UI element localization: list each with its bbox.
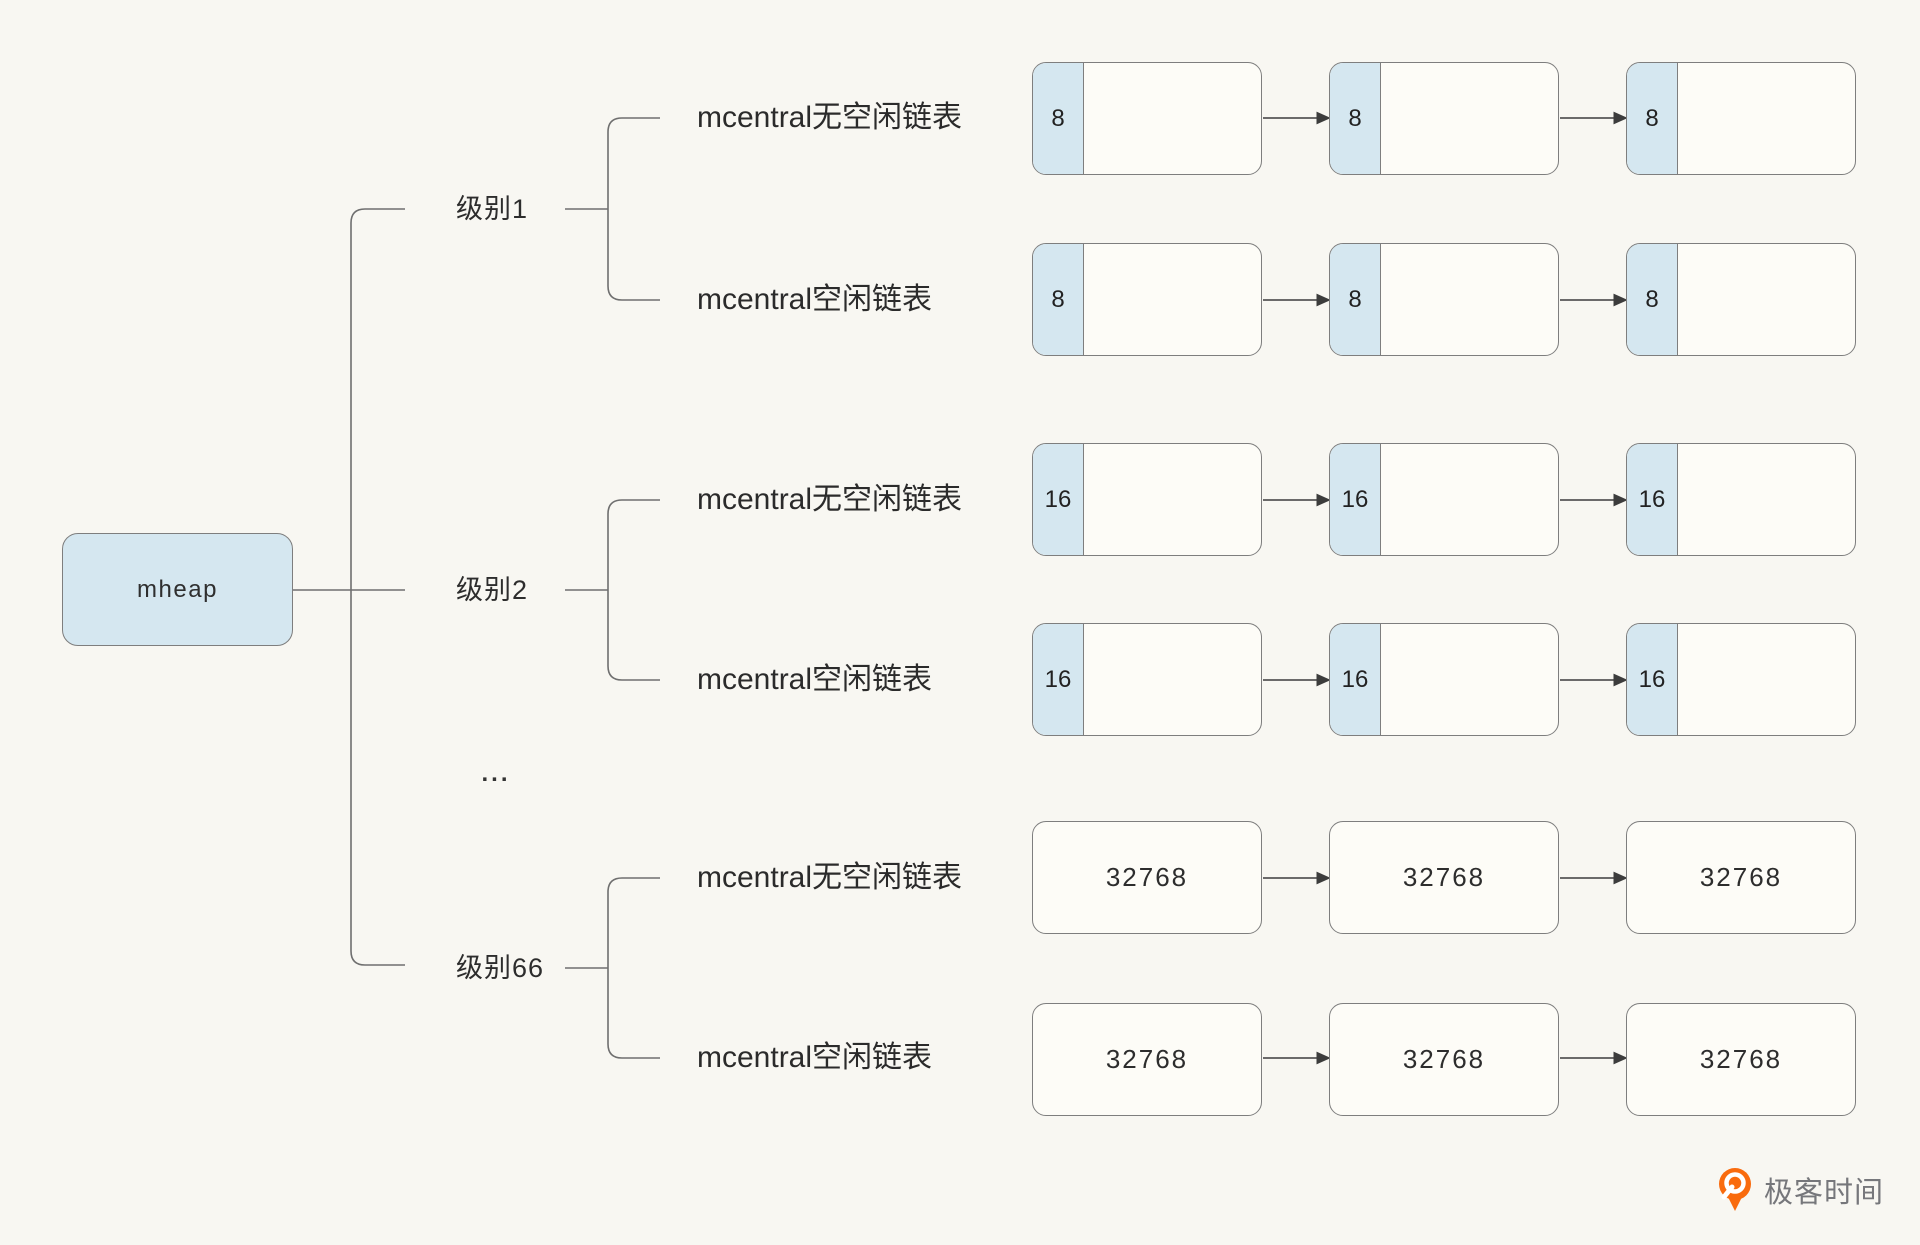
span-node: 32768 bbox=[1329, 821, 1559, 934]
span-size-section: 8 bbox=[1330, 63, 1381, 174]
geektime-watermark: 极客时间 bbox=[1716, 1166, 1884, 1214]
span-size-section: 16 bbox=[1627, 624, 1678, 735]
span-node: 32768 bbox=[1032, 821, 1262, 934]
level-66-free-list-label: mcentral空闲链表 bbox=[697, 1041, 933, 1074]
span-node: 16 bbox=[1032, 623, 1262, 736]
span-node: 8 bbox=[1032, 243, 1262, 356]
span-node: 8 bbox=[1329, 62, 1559, 175]
level-1-nonfree-list-label: mcentral无空闲链表 bbox=[697, 101, 963, 134]
geektime-logo-text: 极客时间 bbox=[1764, 1177, 1885, 1209]
level-2-label: 级别2 bbox=[456, 575, 529, 605]
span-node: 16 bbox=[1329, 443, 1559, 556]
span-size-section: 16 bbox=[1330, 444, 1381, 555]
span-size-section: 8 bbox=[1627, 63, 1678, 174]
levels-ellipsis: ... bbox=[481, 760, 511, 787]
span-size-value: 32768 bbox=[1402, 1044, 1486, 1074]
span-node: 32768 bbox=[1626, 1003, 1856, 1116]
span-size-value: 32768 bbox=[1105, 862, 1189, 892]
span-node: 8 bbox=[1626, 243, 1856, 356]
span-size-value: 32768 bbox=[1699, 862, 1783, 892]
mheap-label: mheap bbox=[137, 575, 218, 603]
span-node: 16 bbox=[1329, 623, 1559, 736]
level-1-label: 级别1 bbox=[456, 194, 529, 224]
level-2-free-list-label: mcentral空闲链表 bbox=[697, 663, 933, 696]
span-node: 32768 bbox=[1329, 1003, 1559, 1116]
level-1-bracket bbox=[607, 117, 660, 301]
span-node: 16 bbox=[1032, 443, 1262, 556]
span-size-value: 32768 bbox=[1699, 1044, 1783, 1074]
span-size-section: 16 bbox=[1330, 624, 1381, 735]
span-node: 8 bbox=[1032, 62, 1262, 175]
level-66-nonfree-list-label: mcentral无空闲链表 bbox=[697, 861, 963, 894]
span-size-section: 16 bbox=[1033, 444, 1084, 555]
span-size-section: 8 bbox=[1627, 244, 1678, 355]
geektime-logo-icon bbox=[1719, 1168, 1751, 1211]
level-66-label: 级别66 bbox=[456, 953, 545, 983]
level-2-nonfree-list-label: mcentral无空闲链表 bbox=[697, 483, 963, 516]
span-node: 16 bbox=[1626, 623, 1856, 736]
span-node: 16 bbox=[1626, 443, 1856, 556]
span-node: 8 bbox=[1626, 62, 1856, 175]
span-size-section: 8 bbox=[1033, 63, 1084, 174]
span-size-value: 32768 bbox=[1402, 862, 1486, 892]
level-2-bracket bbox=[607, 499, 660, 681]
span-size-section: 8 bbox=[1330, 244, 1381, 355]
level-66-bracket bbox=[607, 877, 660, 1059]
span-node: 8 bbox=[1329, 243, 1559, 356]
mheap-node: mheap bbox=[62, 533, 293, 646]
span-node: 32768 bbox=[1626, 821, 1856, 934]
span-size-section: 16 bbox=[1033, 624, 1084, 735]
span-size-value: 32768 bbox=[1105, 1044, 1189, 1074]
span-size-section: 16 bbox=[1627, 444, 1678, 555]
span-node: 32768 bbox=[1032, 1003, 1262, 1116]
span-size-section: 8 bbox=[1033, 244, 1084, 355]
level-1-free-list-label: mcentral空闲链表 bbox=[697, 283, 933, 316]
